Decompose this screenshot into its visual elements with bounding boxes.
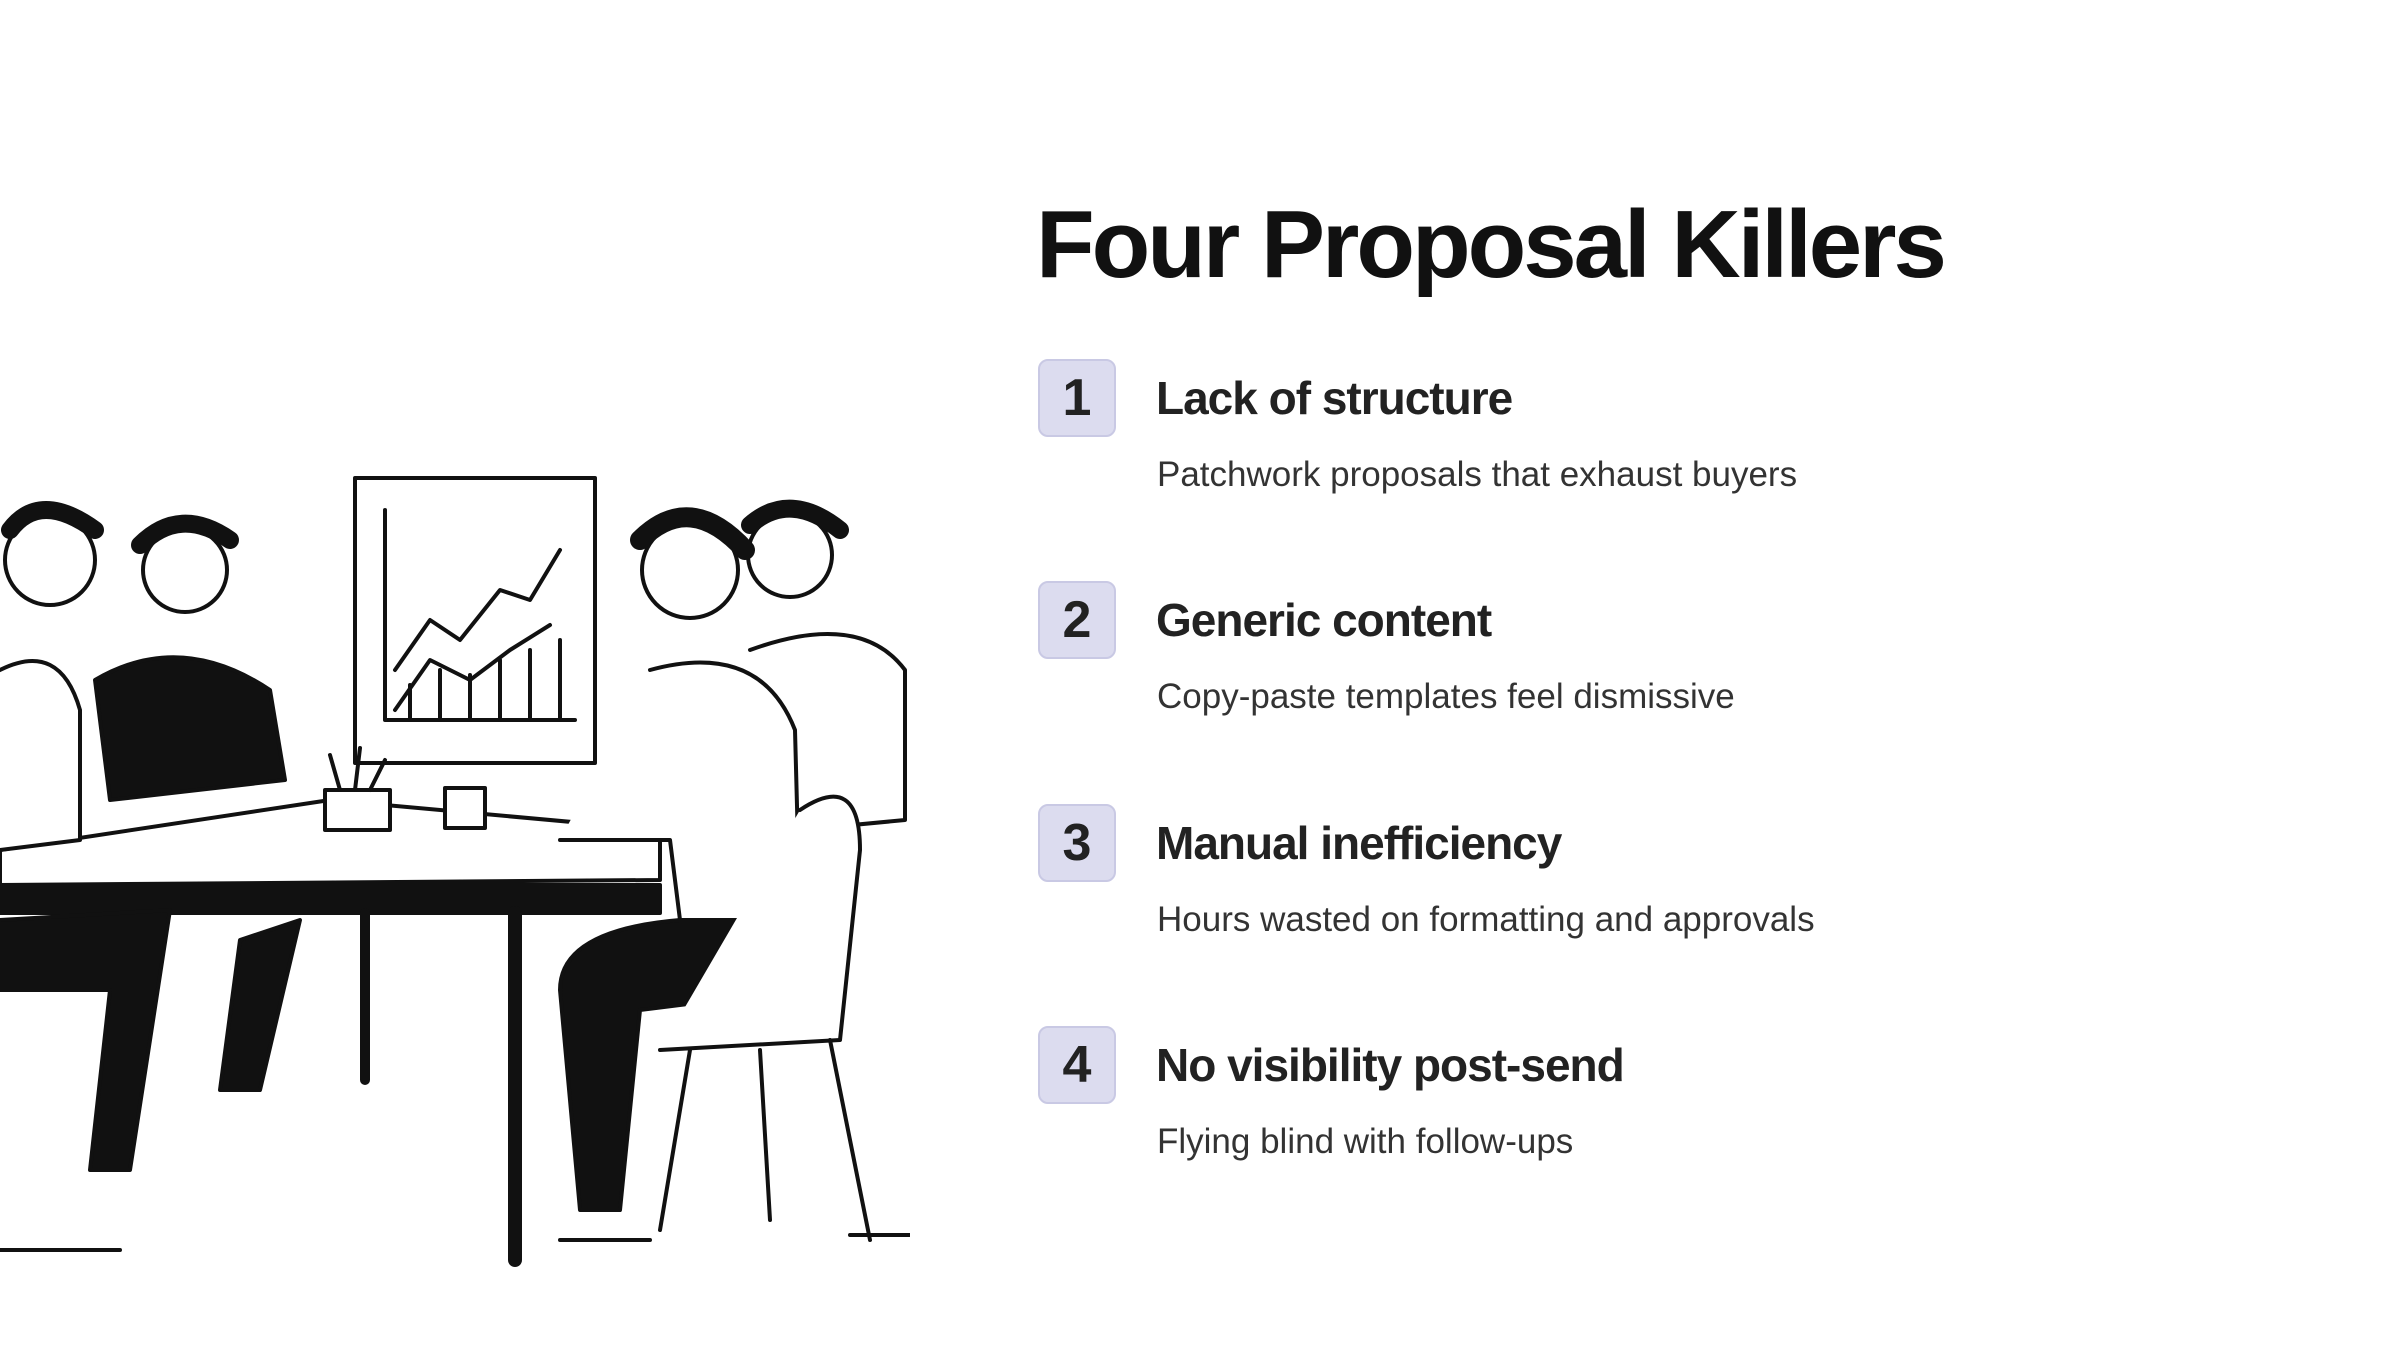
list-item: 1 Lack of structure Patchwork proposals … xyxy=(1038,359,2338,559)
list-item: 3 Manual inefficiency Hours wasted on fo… xyxy=(1038,804,2338,1004)
team-meeting-illustration xyxy=(0,476,910,1267)
number-badge: 4 xyxy=(1038,1026,1116,1104)
list-item: 4 No visibility post-send Flying blind w… xyxy=(1038,1026,2338,1226)
number-badge: 3 xyxy=(1038,804,1116,882)
number-badge: 2 xyxy=(1038,581,1116,659)
item-description: Patchwork proposals that exhaust buyers xyxy=(1157,455,1798,494)
item-description: Hours wasted on formatting and approvals xyxy=(1157,900,1815,939)
item-description: Flying blind with follow-ups xyxy=(1157,1122,1574,1161)
item-description: Copy-paste templates feel dismissive xyxy=(1157,677,1735,716)
chart-board xyxy=(353,476,597,765)
item-title: Generic content xyxy=(1156,594,1492,646)
item-title: Lack of structure xyxy=(1156,372,1513,424)
item-title: Manual inefficiency xyxy=(1156,817,1562,869)
item-title: No visibility post-send xyxy=(1156,1039,1625,1091)
list-item: 2 Generic content Copy-paste templates f… xyxy=(1038,581,2338,781)
number-badge: 1 xyxy=(1038,359,1116,437)
page-title: Four Proposal Killers xyxy=(1036,191,1947,298)
